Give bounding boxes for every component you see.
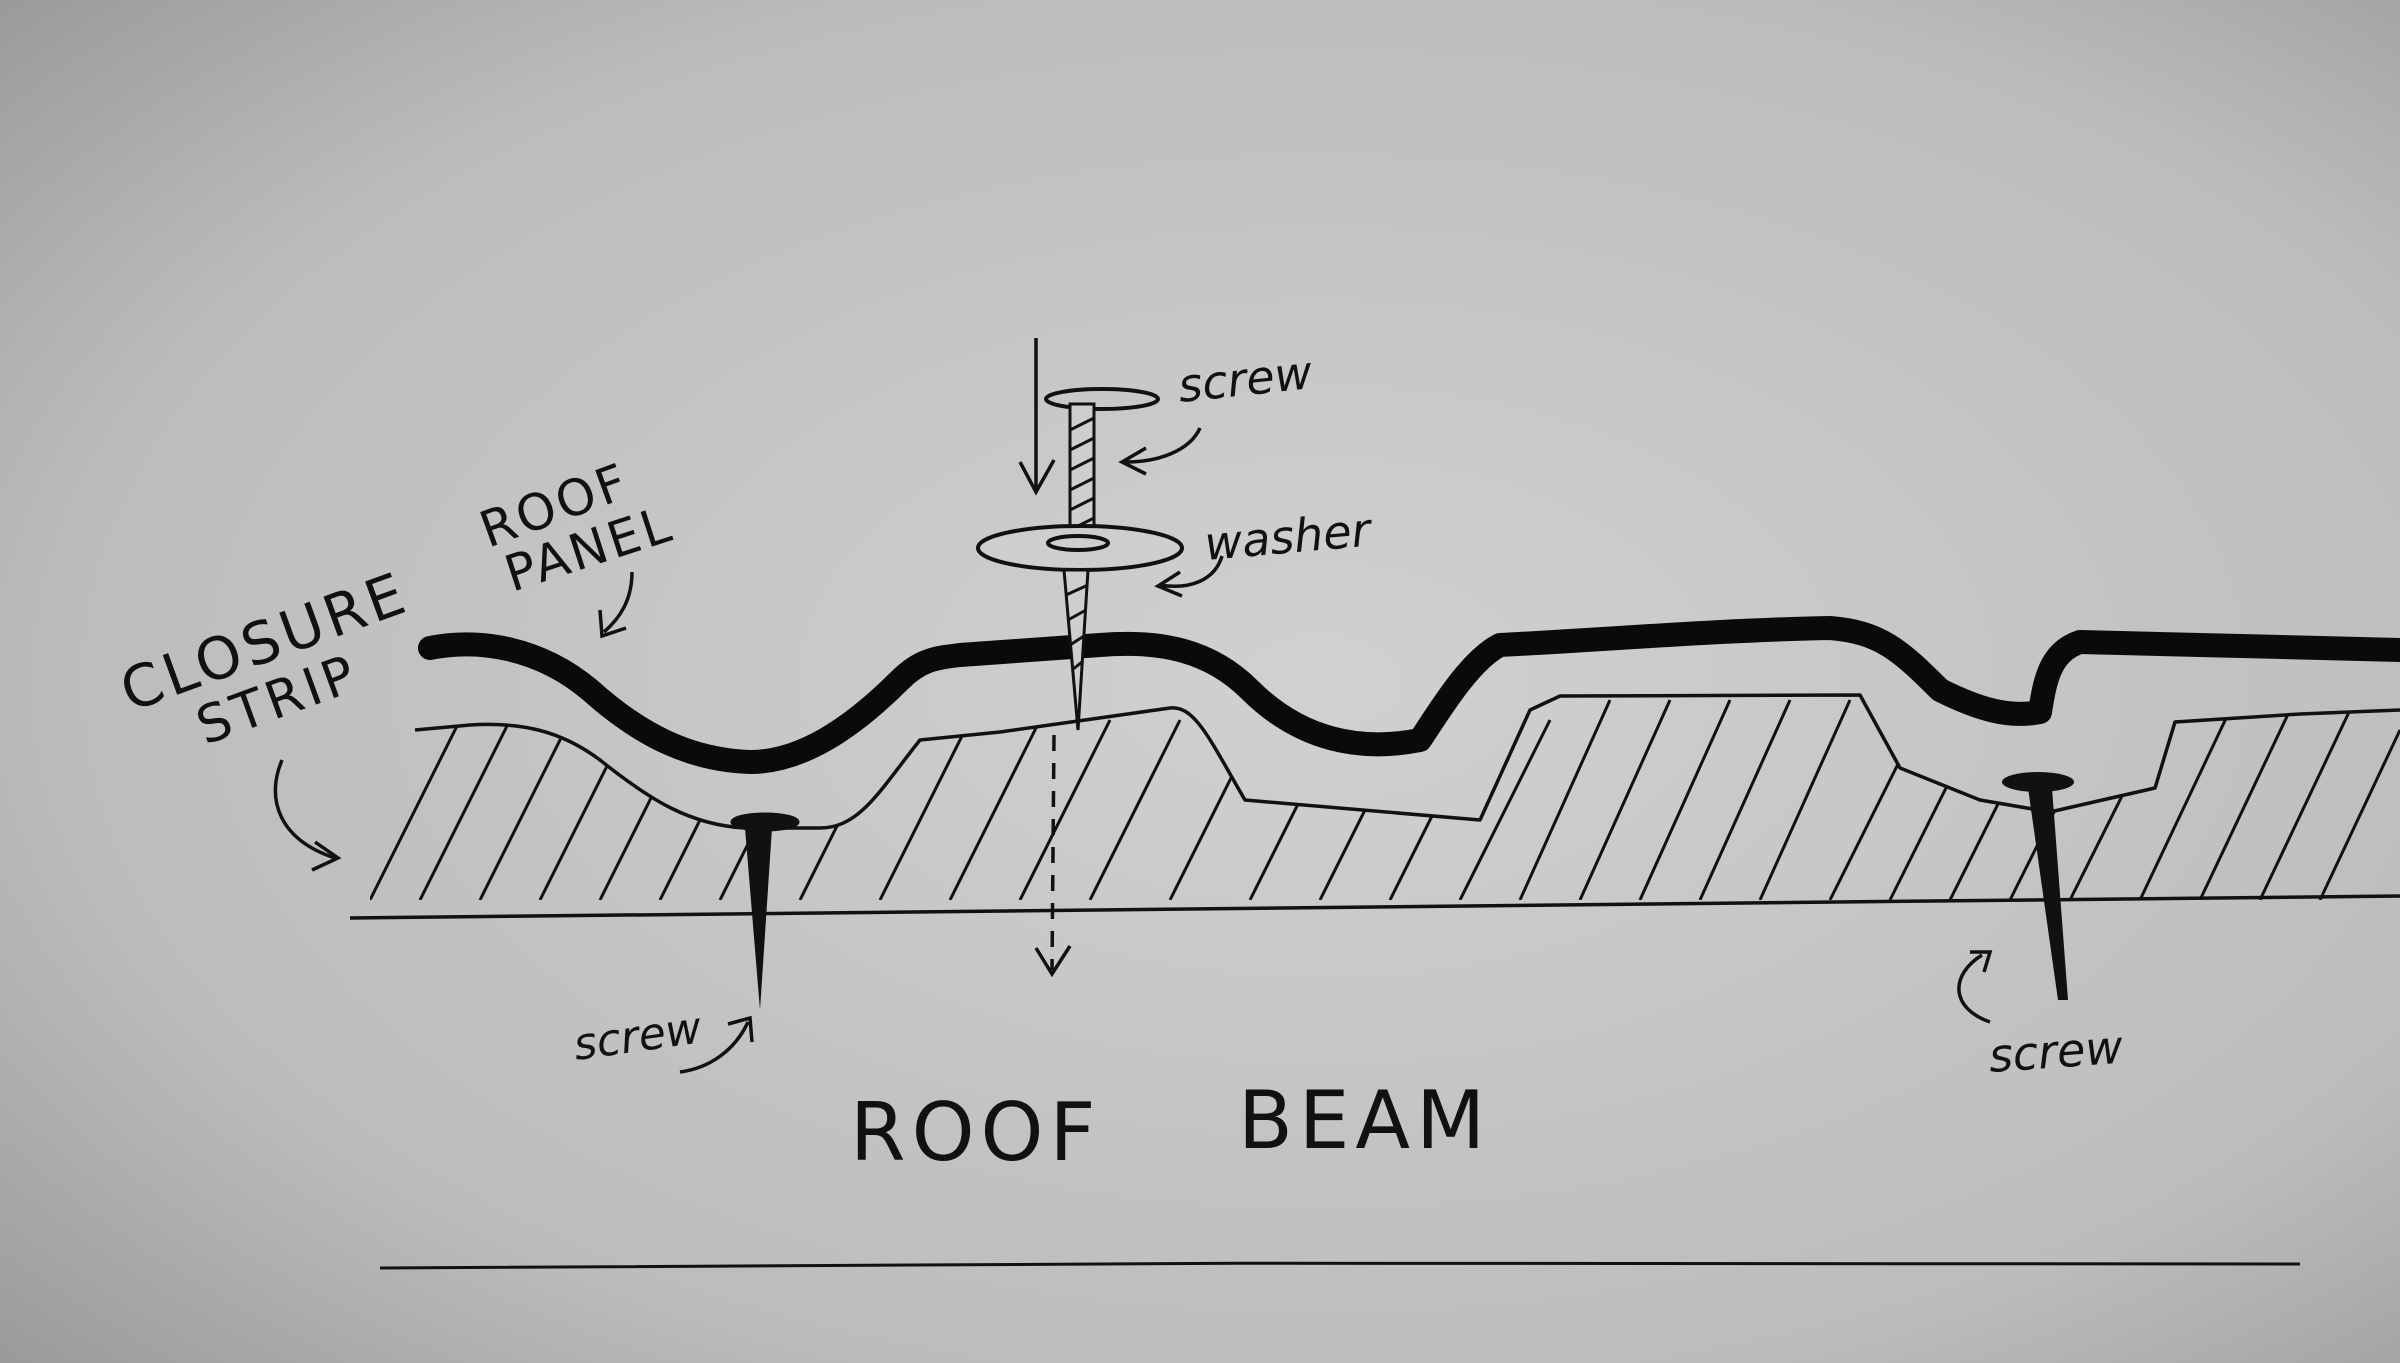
screw-top-arrow	[1125, 427, 1202, 464]
washer-hole	[1046, 534, 1110, 552]
screw-tip	[1062, 568, 1090, 731]
screw-path-dashed	[1050, 734, 1056, 971]
screw-left-arrow	[679, 1021, 750, 1074]
right-screw	[2002, 772, 2074, 1000]
roof-panel-arrow	[602, 571, 634, 634]
screw-right-arrow	[1957, 953, 1991, 1024]
left-screw	[730, 812, 800, 1010]
top-screw-assembly	[976, 338, 1184, 978]
bottom-rule	[379, 1261, 2301, 1270]
closure-strip	[370, 693, 2400, 900]
insertion-arrow-head	[1018, 459, 1056, 496]
screw-head	[1044, 387, 1160, 411]
washer-arrow	[1159, 555, 1224, 588]
roof-panel	[418, 616, 2400, 774]
label-roof-beam-beam: BEAM	[1238, 1074, 1491, 1167]
label-roof-beam-roof: ROOF	[850, 1086, 1102, 1179]
screw-path-arrowhead	[1034, 945, 1072, 978]
label-screw-right: screw	[1987, 1020, 2125, 1083]
closure-strip-arrow	[273, 759, 336, 860]
